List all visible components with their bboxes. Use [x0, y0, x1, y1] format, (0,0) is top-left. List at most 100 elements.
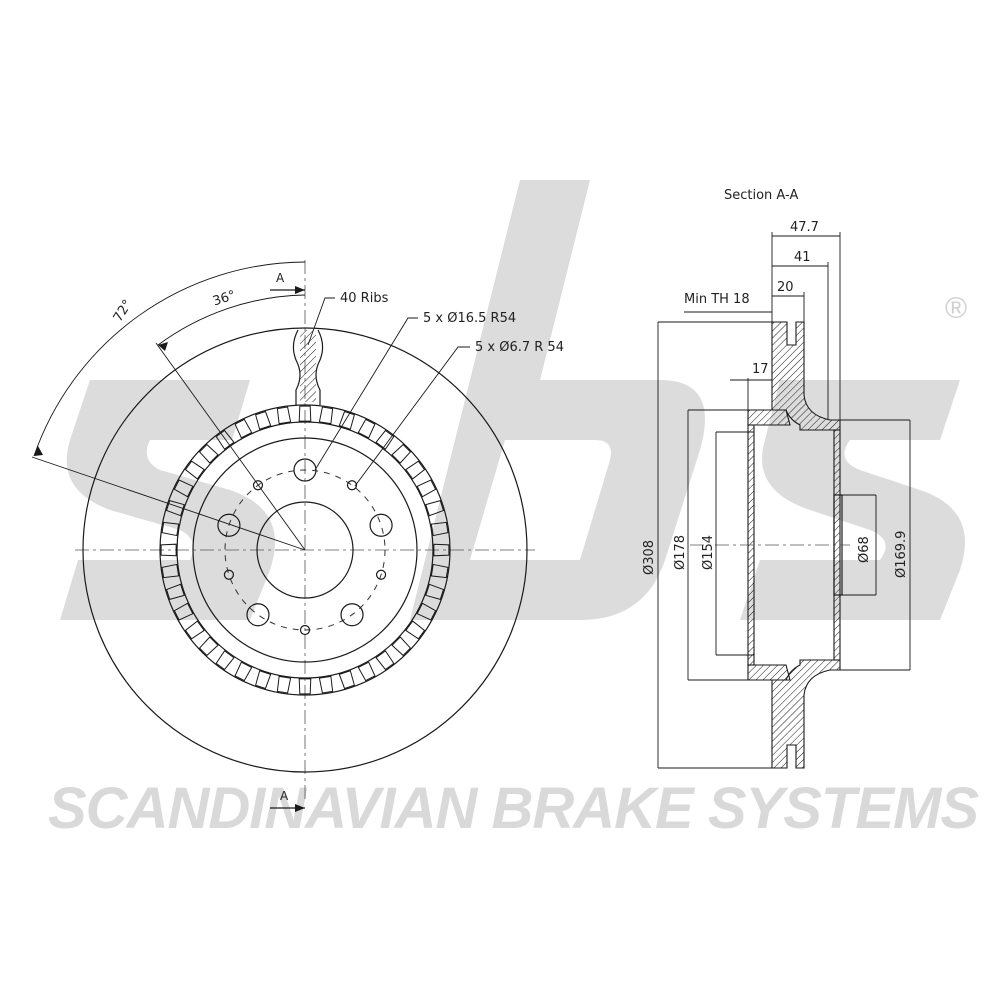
rib	[198, 636, 219, 657]
rib	[375, 650, 395, 671]
ribs-label: 40 Ribs	[340, 291, 389, 306]
rib	[425, 583, 445, 601]
logo-letter-s-left	[60, 380, 275, 620]
bolt-circle-pcd	[224, 469, 386, 631]
rib	[254, 410, 272, 430]
rib	[160, 543, 177, 557]
dim-width-17: 17	[752, 362, 769, 377]
rib	[234, 418, 253, 439]
ribs-leader	[307, 297, 335, 346]
cooling-ribs	[160, 405, 450, 695]
rib	[338, 670, 356, 690]
rib	[184, 460, 205, 480]
rib	[391, 443, 412, 464]
arrowhead-36	[158, 342, 168, 351]
disc-outer-edge	[82, 327, 528, 773]
rib-cutaway-outline	[292, 329, 324, 405]
rib	[391, 636, 412, 657]
small-hole	[252, 480, 264, 491]
rib	[338, 410, 356, 430]
angle-ray-72	[31, 456, 306, 551]
rib	[234, 661, 253, 682]
section-marker-top: A	[276, 271, 285, 285]
rib	[357, 661, 376, 682]
logo-letter-b	[410, 180, 705, 620]
rib	[276, 406, 292, 425]
angle-arc-36	[157, 294, 306, 346]
rib	[375, 429, 395, 450]
bolt-holes-label: 5 x Ø16.5 R54	[423, 311, 516, 326]
section-marker-bottom: A	[280, 789, 289, 803]
rib	[215, 429, 235, 450]
rib-cutaway-hatch	[300, 330, 316, 402]
section-title: Section A-A	[724, 188, 798, 203]
small-hole	[346, 480, 358, 491]
rib	[318, 675, 334, 694]
section-hat-upper	[747, 409, 791, 426]
rib	[161, 521, 180, 537]
rib	[405, 620, 426, 640]
small-holes-leader	[354, 346, 470, 487]
bolt-hole	[217, 513, 241, 537]
rib	[416, 479, 437, 498]
dim-total-width: 47.7	[790, 220, 819, 235]
dim-diameter-68: Ø68	[857, 536, 872, 563]
rib	[173, 602, 194, 621]
rib-ring-inner	[176, 421, 434, 679]
dim-width-41: 41	[794, 250, 811, 265]
rib	[276, 675, 292, 694]
bolt-holes	[217, 458, 393, 636]
disc-front-view: 72° 36° A A 40 Ribs 5 x Ø16.5 R54 5 x Ø6…	[31, 260, 564, 812]
arrowhead-72	[34, 446, 43, 456]
rib	[430, 563, 449, 579]
bolt-hole	[246, 603, 270, 627]
rib	[357, 418, 376, 439]
registered-mark: ®	[945, 292, 967, 325]
small-hole	[299, 624, 311, 636]
section-upper-body	[771, 321, 841, 431]
angle-arc-72	[33, 261, 306, 457]
section-arrow-top-head	[295, 286, 305, 294]
angle-ray-36	[155, 342, 306, 551]
small-holes-label: 5 x Ø6.7 R 54	[475, 340, 564, 355]
rib-ring-outer	[159, 404, 451, 696]
rib	[173, 479, 194, 498]
rib	[215, 650, 235, 671]
section-view: Section A-A 47.7 41 20 Min TH 18 17 Ø308	[642, 188, 911, 769]
bolt-hole	[369, 513, 393, 537]
rib	[318, 406, 334, 425]
hat-outer-circle	[192, 437, 418, 663]
dim-diameter-169-9: Ø169.9	[894, 531, 909, 578]
small-hole	[223, 569, 235, 580]
dim-outer-diameter: Ø308	[642, 540, 657, 575]
rib	[416, 602, 437, 621]
sbs-logo-watermark	[60, 180, 965, 620]
rib	[405, 460, 426, 480]
rib	[425, 499, 445, 517]
rib	[198, 443, 219, 464]
rib	[184, 620, 205, 640]
rib	[298, 405, 312, 422]
bolt-holes-leader	[314, 317, 418, 471]
section-arrow-bottom-head	[295, 804, 305, 812]
dim-width-20: 20	[777, 280, 794, 295]
logo-letter-s-right	[740, 380, 965, 620]
rib	[433, 543, 450, 557]
angle-36-label: 36°	[211, 288, 238, 309]
rib	[254, 670, 272, 690]
rib	[161, 563, 180, 579]
rib	[430, 521, 449, 537]
min-thickness-label: Min TH 18	[684, 292, 750, 307]
dim-diameter-178: Ø178	[673, 535, 688, 570]
small-hole	[375, 569, 387, 580]
bolt-hole	[340, 603, 364, 627]
brand-watermark-text: SCANDINAVIAN BRAKE SYSTEMS	[48, 776, 979, 841]
rib	[165, 583, 185, 601]
section-hat-lower	[747, 664, 791, 681]
dim-diameter-154: Ø154	[701, 535, 716, 570]
bolt-hole	[293, 458, 317, 482]
rib	[298, 678, 312, 695]
center-bore	[256, 501, 354, 599]
